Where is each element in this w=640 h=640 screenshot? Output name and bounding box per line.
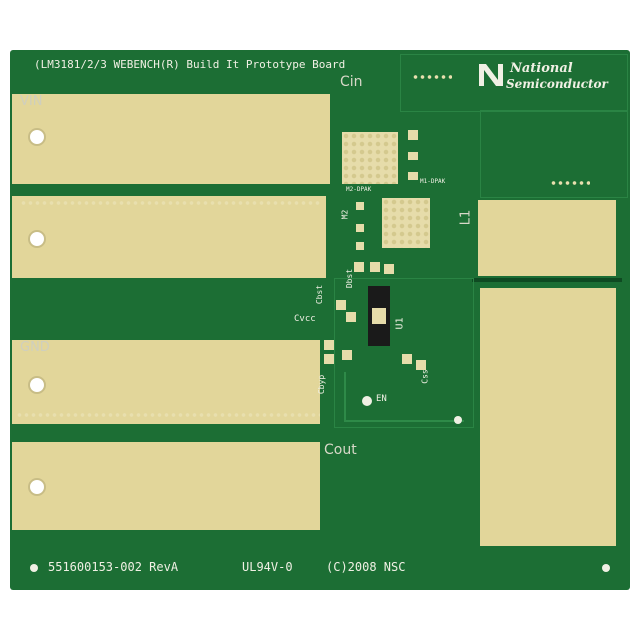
logo-line1: National: [510, 61, 573, 76]
label-cout: Cout: [324, 442, 357, 458]
trace-u1-box: [334, 278, 474, 428]
via-row-right-mid: [550, 180, 590, 186]
pad-css-a: [402, 354, 412, 364]
label-m2: M2: [340, 209, 350, 220]
mount-hole-upper-mid: [28, 230, 46, 248]
via-en-right: [454, 416, 462, 424]
label-en: EN: [376, 394, 387, 404]
national-logo-icon: [476, 60, 506, 88]
pad-m1-2: [408, 152, 418, 160]
pad-cvcc-b: [346, 312, 356, 322]
label-cbst: Cbst: [315, 284, 325, 305]
footer-part-number: 551600153-002 RevA: [48, 560, 179, 574]
label-cin: Cin: [340, 74, 363, 90]
via-row-upper-mid: [20, 200, 320, 206]
pad-m2-c: [356, 242, 364, 250]
l1-divider: [472, 278, 622, 282]
label-cvcc: Cvcc: [294, 314, 316, 324]
label-cbyp: Cbyp: [317, 374, 327, 395]
label-u1: U1: [394, 317, 406, 330]
pad-cvcc-a: [336, 300, 346, 310]
board-title: (LM3181/2/3 WEBENCH(R) Build It Prototyp…: [34, 58, 346, 71]
pad-cbyp-b: [324, 354, 334, 364]
pad-m2-b: [356, 224, 364, 232]
pad-m1-3: [408, 172, 418, 180]
pcb-board: (LM3181/2/3 WEBENCH(R) Build It Prototyp…: [10, 50, 630, 590]
via-row-top-right: [412, 74, 452, 80]
via-footer-right: [602, 564, 610, 572]
label-gnd: GND: [20, 340, 50, 355]
pad-l1-bottom: [480, 288, 616, 546]
pad-upper-mid: [12, 196, 326, 278]
logo-line2: Semiconductor: [506, 77, 608, 91]
pad-vin: [12, 94, 330, 184]
pad-m1-1: [408, 130, 418, 140]
pad-d1-a: [354, 262, 364, 272]
mount-hole-vin: [28, 128, 46, 146]
trace-right-box: [480, 110, 628, 198]
pad-d1-b: [370, 262, 380, 272]
via-row-gnd: [16, 412, 320, 418]
label-m2-dpak: M2-DPAK: [346, 186, 372, 193]
label-vin: VIN: [20, 94, 43, 109]
label-m1-dpak: M1-DPAK: [420, 178, 446, 185]
pad-cbyp-a: [324, 340, 334, 350]
label-l1: L1: [458, 209, 474, 226]
pad-vout: [12, 442, 320, 530]
footer-copyright: (C)2008 NSC: [326, 560, 406, 574]
pad-d1-c: [384, 264, 394, 274]
via-footer-left: [30, 564, 38, 572]
pad-m2-a: [356, 202, 364, 210]
pad-l1-top: [478, 200, 616, 276]
u1-thermal-pad: [372, 308, 386, 324]
pad-gnd: [12, 340, 320, 424]
footer-ul: UL94V-0: [242, 560, 293, 574]
mount-hole-vout: [28, 478, 46, 496]
pad-cbyp-c: [342, 350, 352, 360]
pad-cin-component: [342, 132, 398, 184]
pad-m2-component: [382, 198, 430, 248]
via-en: [362, 396, 372, 406]
trace-en: [344, 372, 464, 422]
pad-css-b: [416, 360, 426, 370]
mount-hole-gnd: [28, 376, 46, 394]
trace-upper-right: [400, 54, 628, 112]
